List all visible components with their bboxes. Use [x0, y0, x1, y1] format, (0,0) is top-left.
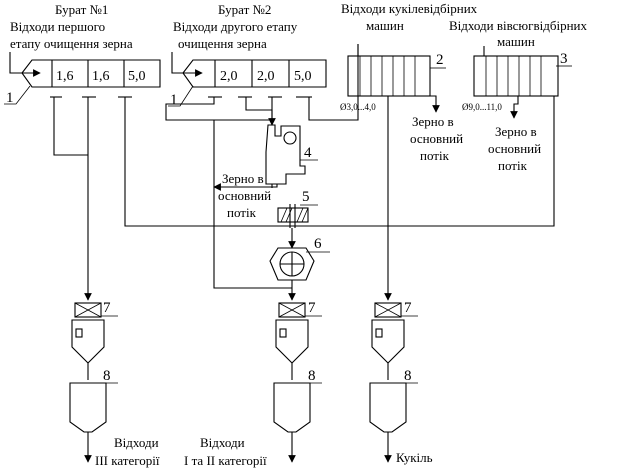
burat-2-sieve-3: 5,0 [294, 69, 312, 84]
trieur-kukil-cells [359, 56, 416, 96]
burat-1-drum [21, 59, 161, 88]
trieur-vivsyug-grain-arrow [510, 96, 519, 119]
scale-mid-number: 7 [308, 300, 316, 316]
trieur-kukil-body [347, 55, 431, 97]
scale-left-body [71, 319, 105, 364]
separator-number: 4 [304, 145, 312, 161]
trieur-kukil-out-line2: основний [410, 131, 463, 146]
burat-1-inlet-arrow [9, 52, 41, 77]
trieur-kukil-title-line2: машин [366, 18, 404, 33]
separator-drum [283, 131, 297, 145]
trieur-kukil-out-line1: Зерно в [412, 114, 454, 129]
output-left-line1: Відходи [114, 435, 159, 450]
flow-lines [53, 44, 555, 301]
burat-1-sieve-1: 1,6 [56, 69, 74, 84]
bunker-left [69, 382, 107, 433]
separator-out-line1: Зерно в [222, 171, 264, 186]
burat-1-sieve-2: 1,6 [92, 69, 110, 84]
output-column-right: 7 8 Кукіль [369, 300, 433, 465]
trieur-kukil-number: 2 [436, 52, 444, 68]
burat-2-inlet-arrow [171, 52, 203, 77]
trieur-kukil-out-line3: потік [420, 148, 450, 163]
trieur-vivsyug-title-line1: Відходи вівсюгвідбірних [449, 18, 587, 33]
bunker-mid [273, 382, 311, 433]
separator-4: 4 Зерно в основний потік [213, 124, 318, 220]
magnet-5: 5 [277, 189, 318, 228]
burat-1-title: Бурат №1 [55, 2, 108, 17]
trieur-vivsyug-out-line2: основний [488, 141, 541, 156]
burat-1-desc-line1: Відходи першого [10, 19, 105, 34]
burat-2-desc-line1: Відходи другого етапу [173, 19, 298, 34]
burat-2-title: Бурат №2 [218, 2, 271, 17]
output-left-line2: ІІІ категорії [95, 453, 160, 468]
trieur-vivsyug-number: 3 [560, 51, 568, 67]
burat-2-sieve-2: 2,0 [257, 69, 275, 84]
trieur-vivsyug-out-line1: Зерно в [495, 124, 537, 139]
separator-out-line3: потік [227, 205, 257, 220]
separator-out-line2: основний [218, 188, 271, 203]
burat-2-drum [182, 59, 327, 88]
trieur-kukil-title-line1: Відходи кукілевідбірних [341, 1, 478, 16]
scale-mid-body [275, 319, 309, 364]
burat-2-desc-line2: очищення зерна [178, 36, 267, 51]
separator-grain-arrow [213, 183, 278, 191]
bunker-left-number: 8 [103, 368, 111, 384]
burat-1: Бурат №1 Відходи першого етапу очищення … [4, 2, 161, 106]
trieur-vivsyug-out-line3: потік [498, 158, 528, 173]
trieur-vivsyug-title-line2: машин [497, 34, 535, 49]
trieur-vivsyug-diameter: Ø9,0...11,0 [462, 102, 502, 112]
magnet-number: 5 [302, 189, 310, 205]
bunker-right-number: 8 [404, 368, 412, 384]
output-right-line1: Кукіль [396, 450, 433, 465]
bunker-right [369, 382, 407, 433]
scale-right-body [371, 319, 405, 364]
burat-2-sieve-1: 2,0 [220, 69, 238, 84]
output-mid-line2: І та ІІ категорії [184, 453, 267, 468]
trieur-vivsyug-body [473, 55, 559, 97]
bunker-mid-number: 8 [308, 368, 316, 384]
burat-1-number: 1 [6, 90, 14, 106]
burat-2: Бурат №2 Відходи другого етапу очищення … [168, 2, 327, 108]
crusher-6: 6 [269, 236, 330, 281]
scale-left-number: 7 [103, 300, 111, 316]
burat-1-sieve-3: 5,0 [128, 69, 146, 84]
output-mid-line1: Відходи [200, 435, 245, 450]
output-column-left: 7 8 Відходи ІІІ категорії [69, 300, 160, 468]
output-column-mid: 7 8 Відходи І та ІІ категорії [184, 300, 322, 468]
burat-1-desc-line2: етапу очищення зерна [10, 36, 133, 51]
burat-2-number: 1 [170, 92, 178, 108]
scale-right-number: 7 [404, 300, 412, 316]
magnet-body [277, 207, 309, 223]
trieur-kukil-grain-arrow [430, 95, 440, 113]
trieur-kukil: Відходи кукілевідбірних машин 2 Ø3,0...4… [340, 1, 478, 163]
trieur-vivsyug: Відходи вівсюгвідбірних машин 3 Ø9,0...1… [449, 18, 587, 173]
trieur-vivsyug-cells [485, 56, 542, 96]
crusher-number: 6 [314, 236, 322, 252]
